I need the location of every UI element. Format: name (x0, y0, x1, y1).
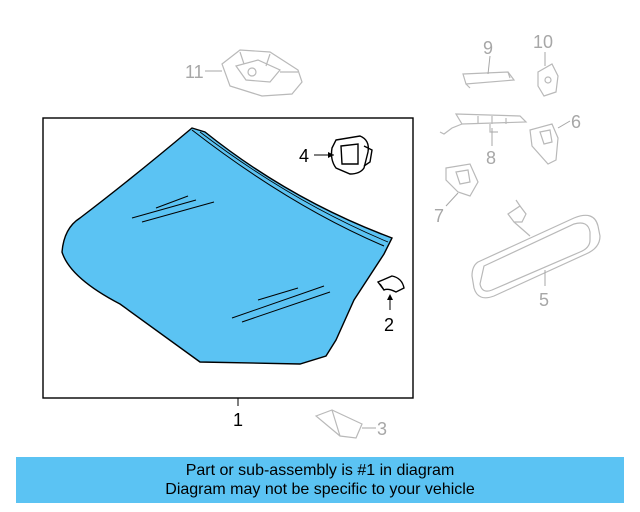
assembly-frame (42, 117, 414, 399)
part-5-rearview-mirror[interactable] (471, 199, 601, 299)
part-2-clip[interactable] (376, 275, 405, 293)
leader-4-arrow (328, 152, 334, 158)
callout-8[interactable]: 8 (486, 148, 496, 168)
banner-line-1: Part or sub-assembly is #1 in diagram (185, 462, 455, 479)
callout-10[interactable]: 10 (533, 32, 553, 52)
callout-4[interactable]: 4 (299, 146, 309, 166)
callout-7[interactable]: 7 (434, 206, 444, 226)
part-1-windshield[interactable] (61, 127, 393, 365)
part-6-cover[interactable] (529, 123, 559, 165)
leader-7 (445, 192, 459, 207)
part-4-sensor-cover[interactable] (330, 135, 373, 175)
callout-2[interactable]: 2 (384, 315, 394, 335)
callout-6[interactable]: 6 (571, 112, 581, 132)
part-3-trim[interactable] (314, 409, 363, 439)
callout-11[interactable]: 11 (185, 62, 204, 82)
leader-2-arrow (387, 294, 393, 300)
part-11-housing[interactable] (221, 49, 303, 97)
callout-1[interactable]: 1 (233, 410, 243, 430)
part-9-bracket[interactable] (462, 71, 516, 89)
parts-diagram: 11 9 10 8 6 7 5 (42, 32, 601, 439)
leader-9 (487, 55, 491, 75)
part-8-harness[interactable] (439, 113, 528, 135)
callout-9[interactable]: 9 (483, 38, 493, 58)
banner-line-2: Diagram may not be specific to your vehi… (165, 481, 475, 498)
callout-5[interactable]: 5 (539, 290, 549, 310)
part-7-mirror-cover[interactable] (445, 163, 479, 197)
leader-6 (557, 120, 571, 129)
callout-3[interactable]: 3 (377, 419, 387, 439)
part-10-clip[interactable] (537, 63, 559, 97)
info-banner: Part or sub-assembly is #1 in diagram Di… (16, 457, 624, 503)
